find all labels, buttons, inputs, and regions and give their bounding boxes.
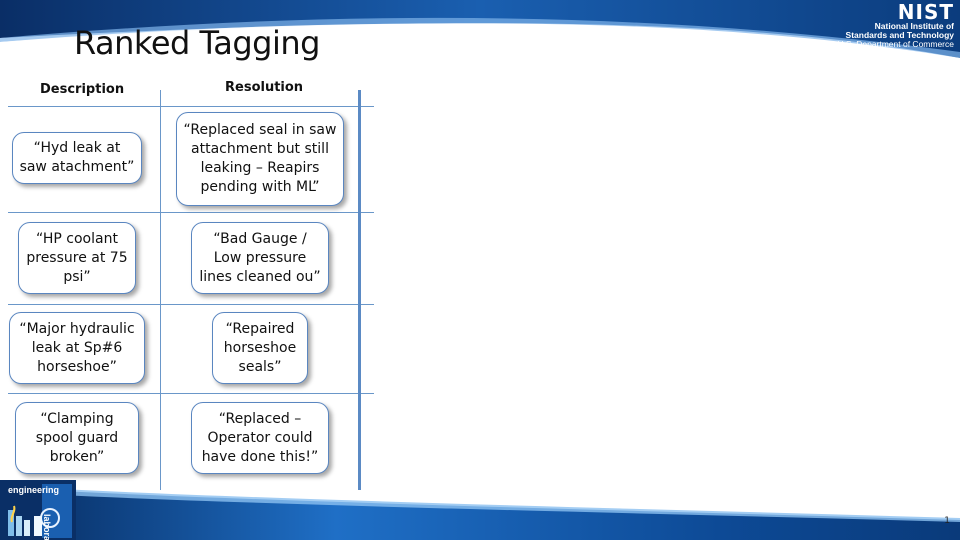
description-cell: “HP coolant pressure at 75 psi”: [18, 222, 136, 294]
header-banner: [0, 0, 960, 60]
nist-wordmark: NIST: [897, 0, 954, 24]
table-header-rule: [8, 106, 374, 107]
description-cell: “Hyd leak at saw atachment”: [12, 132, 142, 184]
resolution-cell: “Repaired horseshoe seals”: [212, 312, 308, 384]
resolution-cell: “Replaced – Operator could have done thi…: [191, 402, 329, 474]
nist-logo: NIST National Institute of Standards and…: [837, 2, 954, 49]
table-right-border: [358, 90, 361, 490]
lab-word-laboratory: laboratory: [42, 514, 52, 558]
resolution-cell: “Bad Gauge / Low pressure lines cleaned …: [191, 222, 329, 294]
description-cell: “Major hydraulic leak at Sp#6 horseshoe”: [9, 312, 145, 384]
row-divider: [8, 393, 374, 394]
ranked-tagging-table: Description Resolution “Hyd leak at saw …: [8, 76, 374, 490]
description-cell: “Clamping spool guard broken”: [15, 402, 139, 474]
nist-line-1: National Institute of: [874, 21, 954, 31]
slide-title: Ranked Tagging: [74, 24, 320, 62]
page-number: 1: [944, 516, 950, 526]
row-divider: [8, 212, 374, 213]
nist-line-2: Standards and Technology: [845, 30, 954, 40]
header-description: Description: [40, 82, 125, 97]
column-divider: [160, 90, 161, 490]
row-divider: [8, 304, 374, 305]
lab-word-engineering: engineering: [8, 485, 60, 495]
footer-banner: [0, 480, 960, 540]
engineering-laboratory-logo: [8, 484, 72, 538]
header-resolution: Resolution: [225, 80, 304, 95]
resolution-cell: “Replaced seal in saw attachment but sti…: [176, 112, 344, 206]
nist-line-3: U.S. Department of Commerce: [837, 39, 954, 49]
